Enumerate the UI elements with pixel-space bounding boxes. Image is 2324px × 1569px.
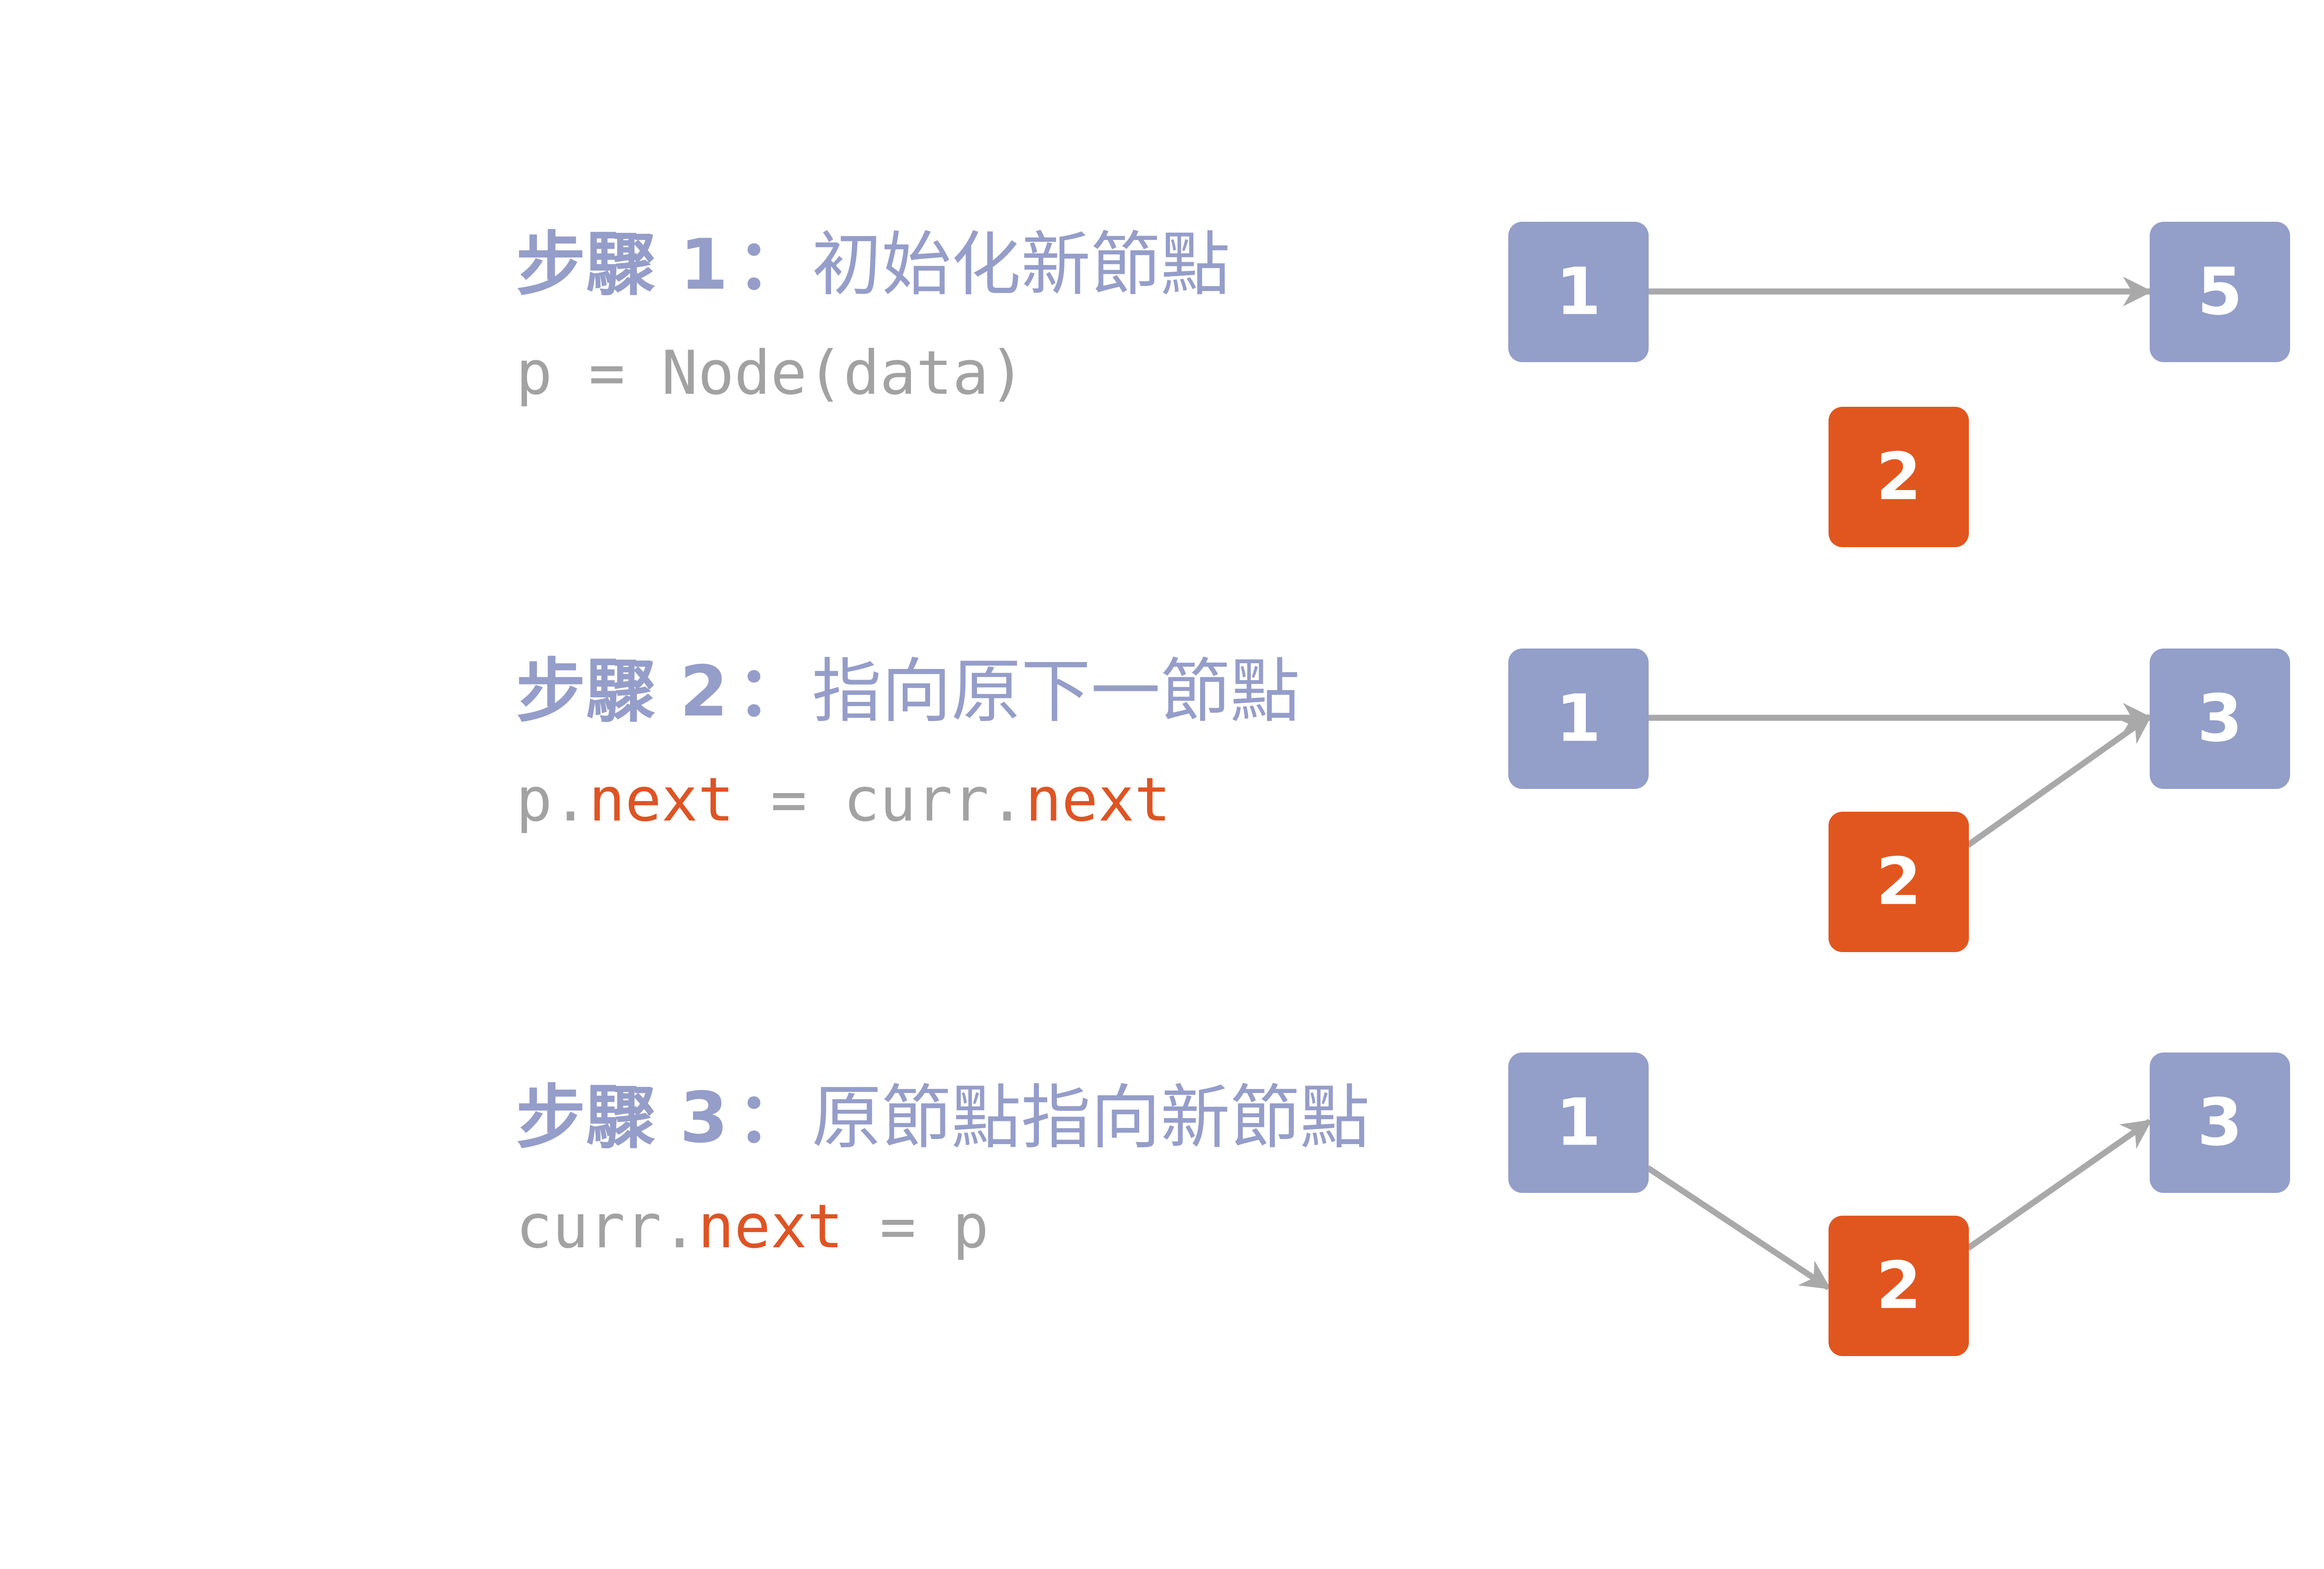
node-1: 1 <box>1508 649 1649 789</box>
node-box <box>1829 812 1969 952</box>
node-2-new: 2 <box>1829 407 1969 547</box>
node-2-new: 2 <box>1829 1216 1969 1356</box>
node-value: 3 <box>2197 1085 2242 1161</box>
node-box <box>2150 222 2290 362</box>
node-box <box>2150 649 2290 789</box>
node-value: 1 <box>1556 681 1601 757</box>
edge-1-to-2 <box>1646 1165 1831 1291</box>
edge-2-to-3 <box>1966 714 2152 848</box>
node-box <box>1829 1216 1969 1356</box>
step-3-diagram: 1 3 2 <box>1508 1053 2290 1356</box>
node-value: 1 <box>1556 1085 1601 1161</box>
node-value: 3 <box>2197 681 2242 757</box>
node-value: 2 <box>1876 1248 1921 1324</box>
node-value: 2 <box>1876 844 1921 920</box>
step-2-diagram: 1 3 2 <box>1508 649 2290 952</box>
step-1-diagram: 1 5 2 <box>1508 222 2290 547</box>
step-2-edges <box>1648 703 2153 848</box>
step-3-edges <box>1646 1119 2152 1291</box>
node-value: 2 <box>1876 439 1921 515</box>
node-box <box>1829 407 1969 547</box>
node-box <box>1508 222 1649 362</box>
edge-2-to-3 <box>1966 1119 2152 1251</box>
node-3: 3 <box>2150 649 2290 789</box>
node-box <box>1508 1053 1649 1193</box>
node-box <box>1508 649 1649 789</box>
node-value: 5 <box>2197 254 2242 330</box>
node-3: 3 <box>2150 1053 2290 1193</box>
node-box <box>2150 1053 2290 1193</box>
node-1: 1 <box>1508 222 1649 362</box>
node-5: 5 <box>2150 222 2290 362</box>
node-1: 1 <box>1508 1053 1649 1193</box>
node-value: 1 <box>1556 254 1601 330</box>
node-2-new: 2 <box>1829 812 1969 952</box>
